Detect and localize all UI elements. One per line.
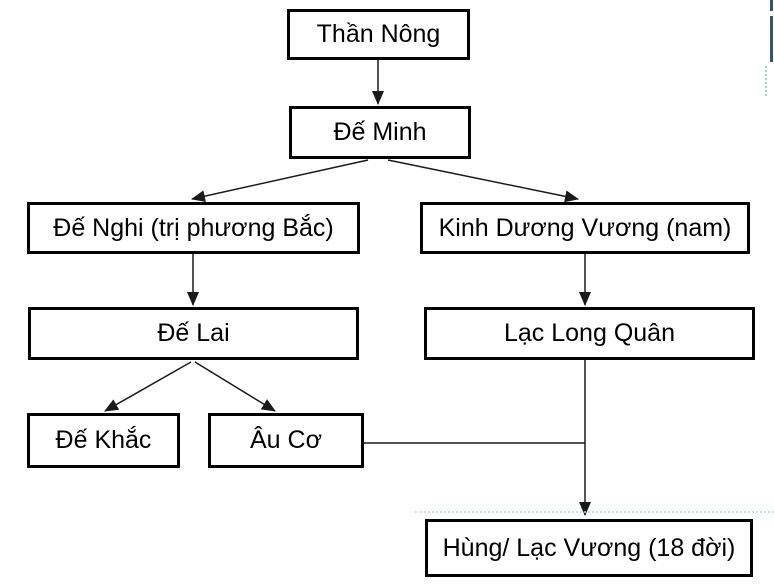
node-de-nghi-label: Đế Nghi (trị phương Bắc)	[53, 213, 334, 242]
node-hung-lac-vuong: Hùng/ Lạc Vương (18 đời)	[425, 519, 753, 577]
node-than-nong-label: Thần Nông	[316, 20, 441, 48]
node-de-khac: Đế Khắc	[27, 413, 180, 468]
node-au-co-label: Âu Cơ	[250, 426, 322, 454]
node-au-co: Âu Cơ	[208, 413, 364, 468]
edge-de-minh-de-nghi	[191, 159, 369, 203]
node-de-lai-label: Đế Lai	[157, 319, 230, 347]
node-kinh-duong-vuong: Kinh Dương Vương (nam)	[420, 202, 750, 254]
node-de-minh: Đế Minh	[289, 106, 471, 159]
dotted-guide-horizontal	[415, 511, 774, 513]
node-de-lai: Đế Lai	[28, 307, 359, 360]
edge-de-lai-au-co	[194, 361, 276, 412]
node-de-minh-label: Đế Minh	[333, 118, 427, 146]
node-hung-lac-vuong-label: Hùng/ Lạc Vương (18 đời)	[442, 533, 736, 562]
node-lac-long-quan-label: Lạc Long Quân	[504, 319, 675, 347]
edge-de-lai-de-khac	[104, 361, 192, 412]
right-edge-strip-bottom	[770, 16, 773, 62]
node-lac-long-quan: Lạc Long Quân	[424, 307, 755, 360]
node-kinh-duong-vuong-label: Kinh Dương Vương (nam)	[438, 213, 732, 242]
edge-de-minh-kinh-duong-vuong	[387, 159, 579, 203]
dotted-guide-vertical	[765, 66, 767, 96]
node-de-nghi: Đế Nghi (trị phương Bắc)	[27, 202, 360, 254]
right-edge-strip-top	[770, 0, 773, 11]
node-de-khac-label: Đế Khắc	[55, 426, 152, 454]
node-than-nong: Thần Nông	[287, 9, 470, 60]
